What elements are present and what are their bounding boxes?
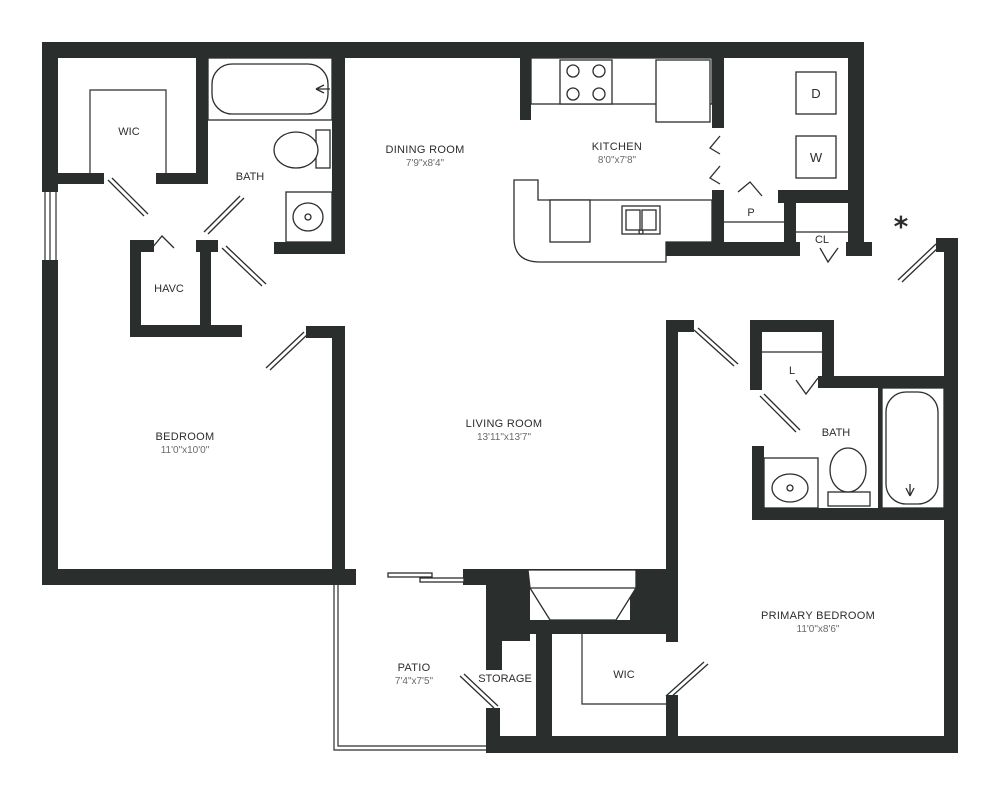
- toilet-icon: [273, 131, 319, 169]
- bedroom-dims: 11'0"x10'0": [161, 445, 210, 456]
- toilet-icon-right: [829, 447, 867, 493]
- wic-right-label: WIC: [613, 669, 634, 681]
- patio-dims: 7'4"x7'5": [395, 676, 434, 687]
- left-bath-fixtures: [207, 57, 333, 243]
- dining-room-dims: 7'9"x8'4": [406, 158, 445, 169]
- dryer-label: D: [811, 86, 820, 101]
- living-room-label: LIVING ROOM: [466, 418, 543, 430]
- walls: [42, 42, 958, 753]
- sliding-door: [387, 572, 465, 583]
- right-bath-fixtures: [763, 387, 945, 509]
- bath-left-label: BATH: [236, 171, 265, 183]
- patio-label: PATIO: [398, 662, 431, 674]
- closet-label: CL: [815, 234, 829, 246]
- kitchen-fixtures: [513, 57, 713, 263]
- storage-label: STORAGE: [478, 673, 532, 685]
- bathtub-icon-right: [885, 391, 939, 505]
- window-left: [44, 192, 57, 260]
- dining-room-label: DINING ROOM: [385, 144, 464, 156]
- patio-outline: [333, 585, 486, 751]
- refrigerator-icon: [655, 59, 711, 123]
- doors: [107, 135, 941, 709]
- washer-icon: [795, 135, 837, 179]
- bedroom-label: BEDROOM: [156, 431, 215, 443]
- washer-label: W: [810, 150, 823, 165]
- primary-bedroom-label: PRIMARY BEDROOM: [761, 610, 875, 622]
- fireplace: [527, 569, 637, 621]
- kitchen-label: KITCHEN: [592, 141, 642, 153]
- pantry-label: P: [747, 207, 754, 219]
- room-labels: WIC BATH HAVC BEDROOM 11'0"x10'0" DINING…: [118, 126, 908, 687]
- closet-outlines: [89, 89, 848, 705]
- wic-left-label: WIC: [118, 126, 139, 138]
- kitchen-dims: 8'0"x7'8": [598, 155, 637, 166]
- dishwasher-icon: [549, 199, 591, 243]
- bathtub-icon: [211, 63, 329, 115]
- dryer-icon: [795, 71, 837, 115]
- laundry-label: L: [789, 365, 795, 377]
- primary-bedroom-dims: 11'0"x8'6": [797, 624, 840, 635]
- laundry-appliances: D W: [795, 71, 837, 179]
- havc-label: HAVC: [154, 283, 184, 295]
- bath-right-label: BATH: [822, 427, 851, 439]
- entry-marker: *: [894, 210, 909, 243]
- living-room-dims: 13'11"x13'7": [477, 432, 532, 443]
